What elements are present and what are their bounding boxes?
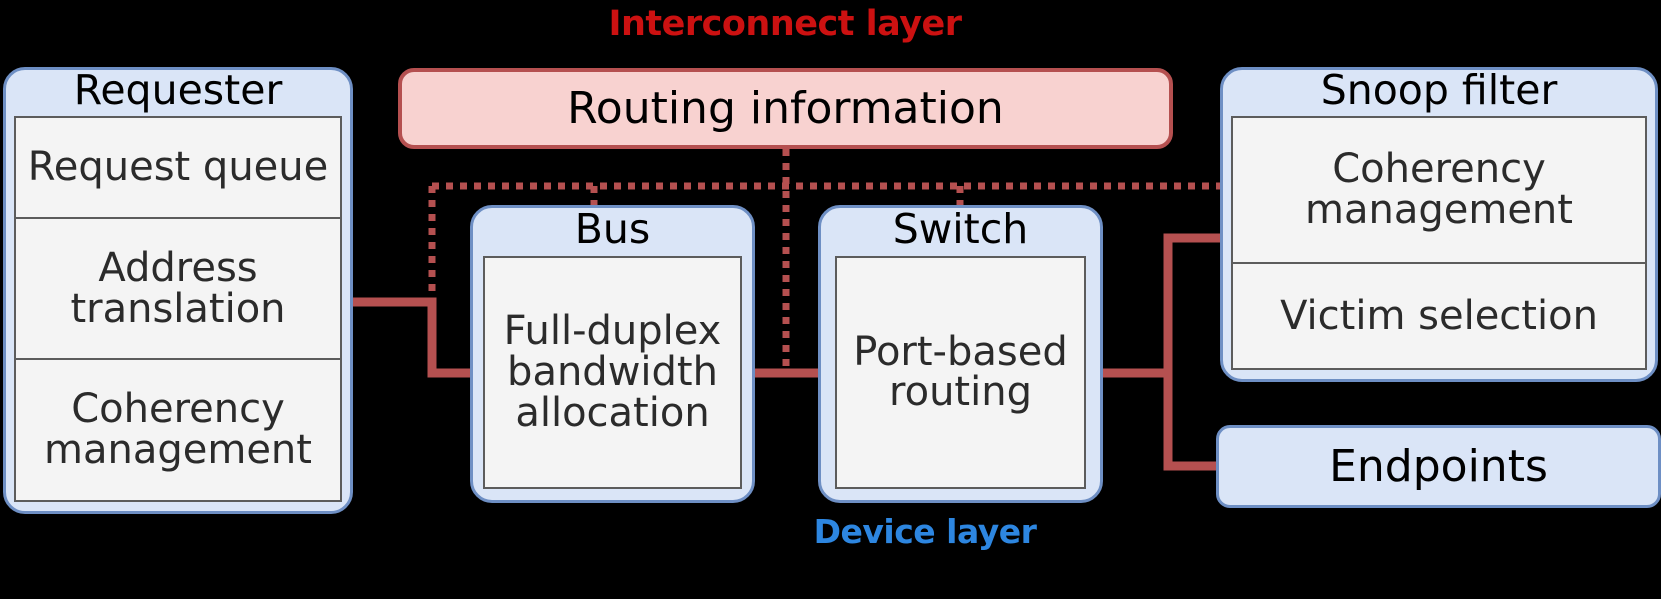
node-snoop-filter-title: Snoop filter [1320,67,1558,114]
node-bus-slots: Full-duplex bandwidth allocation [483,255,742,489]
slot-coherency-management: Coherency management [44,386,312,474]
node-snoop-filter[interactable]: Snoop filter Coherency management Victim… [1220,67,1658,382]
slot-request-queue: Request queue [16,118,340,219]
slot-address-translation: Address translation [16,219,340,361]
node-bus[interactable]: Bus Full-duplex bandwidth allocation [470,205,755,503]
node-requester-slots: Request queue Address translation Cohere… [14,115,342,502]
node-requester-title: Requester [73,67,283,114]
connector-switch-to-endpoints [1163,373,1218,471]
slot-full-duplex-bandwidth-allocation: Full-duplex bandwidth allocation [503,308,722,436]
device-layer-label: Device layer [813,512,1037,551]
node-bus-title: Bus [574,205,651,253]
node-routing-information[interactable]: Routing information [398,68,1173,149]
node-endpoints[interactable]: Endpoints [1216,425,1661,508]
node-snoop-filter-slots: Coherency management Victim selection [1231,115,1647,370]
node-switch-slots: Port-based routing [835,255,1086,489]
interconnect-layer-label: Interconnect layer [608,4,962,44]
node-endpoints-title: Endpoints [1329,441,1548,492]
slot-victim-selection: Victim selection [1280,292,1598,339]
slot-coherency-management-snoop: Coherency management [1233,118,1645,265]
connector-switch-to-snoop-filter [1101,233,1224,378]
node-switch[interactable]: Switch Port-based routing [818,205,1103,503]
node-switch-title: Switch [892,205,1029,253]
node-requester[interactable]: Requester Request queue Address translat… [3,67,353,514]
slot-port-based-routing: Port-based routing [853,328,1068,416]
node-routing-information-title: Routing information [567,83,1004,134]
connector-requester-to-bus [352,297,472,378]
